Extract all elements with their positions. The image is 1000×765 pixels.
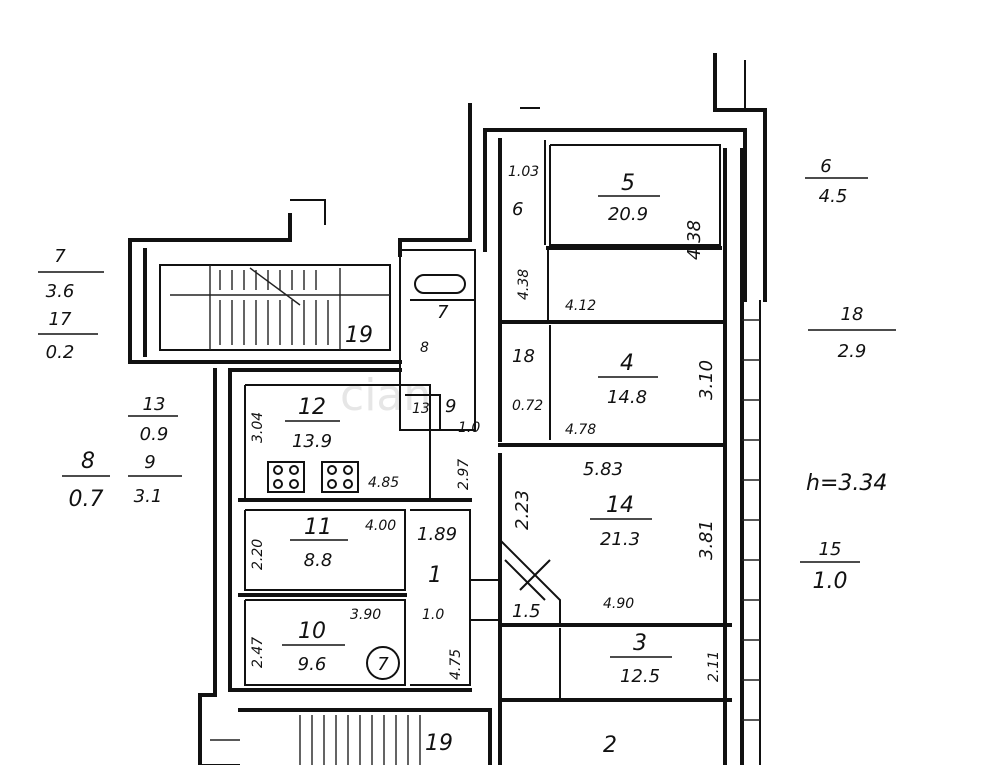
room-label-14: 14 21.3 <box>590 493 652 550</box>
room-number-18: 18 <box>512 346 535 367</box>
dim-15: 4.85 <box>368 475 399 491</box>
legend-8: 8 0.7 <box>62 449 110 512</box>
room-label-4: 4 14.8 <box>598 351 658 408</box>
staircase-upper <box>159 264 391 351</box>
room-number-8: 8 <box>420 340 429 356</box>
legend-9: 9 3.1 <box>128 452 182 507</box>
svg-text:12.5: 12.5 <box>620 666 660 687</box>
legend-13: 13 0.9 <box>128 394 178 445</box>
svg-text:11: 11 <box>304 515 332 540</box>
dim-14: 3.04 <box>250 412 266 443</box>
dim-17: 2.20 <box>250 539 266 570</box>
dim-24: 1.0 <box>458 420 480 436</box>
svg-text:8: 8 <box>81 449 95 474</box>
room-label-12: 12 13.9 <box>285 395 340 452</box>
svg-text:14: 14 <box>606 493 634 518</box>
room-number-6: 6 <box>512 199 523 220</box>
ceiling-height-note: h=3.34 <box>806 471 887 496</box>
dim-1: 1.03 <box>508 164 539 180</box>
svg-text:0.2: 0.2 <box>46 342 75 363</box>
circle-mark: 7 <box>366 646 400 680</box>
legend-15: 15 1.0 <box>800 539 860 594</box>
svg-text:0.7: 0.7 <box>69 487 104 512</box>
bathtub-icon <box>414 274 466 294</box>
svg-text:9: 9 <box>144 452 155 473</box>
svg-text:5: 5 <box>621 171 635 196</box>
svg-text:17: 17 <box>49 309 72 330</box>
svg-text:8.8: 8.8 <box>304 550 333 571</box>
svg-text:21.3: 21.3 <box>600 529 640 550</box>
svg-text:20.9: 20.9 <box>608 204 648 225</box>
dim-10: 3.81 <box>696 520 717 560</box>
svg-text:18: 18 <box>841 304 864 325</box>
room-label-11: 11 8.8 <box>290 515 348 571</box>
room-number-7: 7 <box>437 302 449 323</box>
room-label-10: 10 9.6 <box>282 619 345 675</box>
interior-walls <box>238 138 732 765</box>
svg-text:3: 3 <box>633 631 647 656</box>
legend-17: 17 0.2 <box>38 309 98 363</box>
svg-text:10: 10 <box>298 619 326 644</box>
legend-7: 7 3.6 <box>38 246 104 302</box>
dimension-labels: 1.03 4.38 4.38 4.12 3.10 4.78 0.72 5.83 … <box>250 164 722 682</box>
dim-22: 2.47 <box>250 637 266 668</box>
svg-text:3.1: 3.1 <box>134 486 163 507</box>
door-swing-icon <box>504 559 551 601</box>
dim-11: 4.90 <box>603 596 634 612</box>
svg-text:12: 12 <box>298 395 326 420</box>
dim-23: 4.75 <box>448 649 464 680</box>
svg-text:7: 7 <box>54 246 66 267</box>
dim-20: 3.90 <box>350 607 381 623</box>
dim-6: 4.78 <box>565 422 596 438</box>
dim-18: 4.00 <box>365 518 396 534</box>
svg-text:1.0: 1.0 <box>813 569 848 594</box>
dim-8: 5.83 <box>583 459 623 480</box>
wall-hatching-right <box>742 319 760 721</box>
room-number-19-upper: 19 <box>345 323 373 348</box>
svg-text:13.9: 13.9 <box>292 431 332 452</box>
dim-12: 1.5 <box>512 601 541 622</box>
room-number-9: 9 <box>445 396 456 417</box>
svg-text:14.8: 14.8 <box>607 387 647 408</box>
dim-7: 0.72 <box>512 398 543 414</box>
svg-text:4.5: 4.5 <box>819 186 848 207</box>
svg-text:3.6: 3.6 <box>46 281 75 302</box>
dim-13: 2.11 <box>706 651 722 682</box>
legend-6: 6 4.5 <box>805 156 868 207</box>
dim-4: 4.12 <box>565 298 596 314</box>
room-number-1: 1 <box>428 563 442 588</box>
svg-text:15: 15 <box>819 539 842 560</box>
svg-text:0.9: 0.9 <box>140 424 169 445</box>
room-number-13: 13 <box>412 401 430 417</box>
svg-text:4: 4 <box>620 351 634 376</box>
room-number-19-lower: 19 <box>425 731 453 756</box>
legend-18: 18 2.9 <box>808 304 896 362</box>
svg-text:13: 13 <box>143 394 166 415</box>
dim-16: 2.97 <box>456 459 472 490</box>
outer-walls <box>128 53 767 765</box>
dim-3: 4.38 <box>516 269 532 300</box>
svg-text:7: 7 <box>377 654 389 675</box>
dim-2: 4.38 <box>684 220 705 260</box>
dim-5: 3.10 <box>696 360 717 400</box>
dim-19: 1.89 <box>417 524 457 545</box>
stove-icon <box>267 461 305 493</box>
stove-icon-2 <box>321 461 359 493</box>
svg-text:2.9: 2.9 <box>838 341 867 362</box>
staircase-lower <box>210 715 421 765</box>
dim-9: 2.23 <box>512 490 533 530</box>
room-number-2: 2 <box>603 733 617 758</box>
room-label-5: 5 20.9 <box>598 171 660 225</box>
room-label-3: 3 12.5 <box>610 631 672 687</box>
svg-text:6: 6 <box>820 156 831 177</box>
dim-21: 1.0 <box>422 607 444 623</box>
svg-text:9.6: 9.6 <box>298 654 327 675</box>
